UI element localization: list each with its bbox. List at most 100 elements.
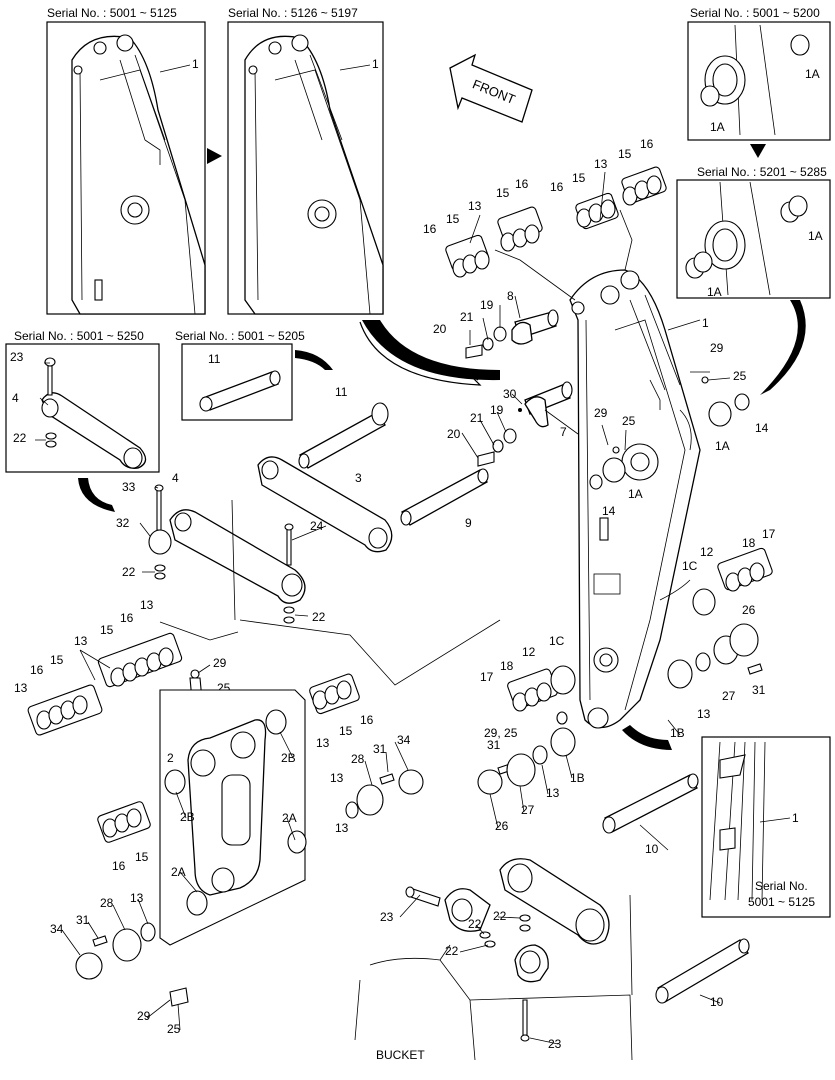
front-arrow: FRONT — [449, 53, 533, 123]
serial-box-1-label: Serial No. : 5001 ~ 5125 — [47, 6, 177, 20]
callout-14a: 14 — [755, 421, 769, 435]
connector-curve — [359, 321, 482, 386]
link-2 — [159, 689, 307, 946]
callout-22b: 22 — [122, 565, 136, 579]
callout-15e: 15 — [100, 623, 114, 637]
bucket-label: BUCKET — [376, 1048, 425, 1062]
callout-31c: 31 — [373, 742, 387, 756]
callout-13b: 13 — [594, 157, 608, 171]
callout-15a: 15 — [446, 212, 460, 226]
callout-22f: 22 — [445, 944, 459, 958]
callout-1a-5: 1A — [707, 285, 722, 299]
callout-10a: 10 — [645, 842, 659, 856]
callout-16d: 16 — [640, 137, 654, 151]
inset-serial-5201-5285: Serial No. : 5201 ~ 5285 — [676, 165, 831, 299]
pin-assembly-7 — [477, 381, 573, 467]
callout-31a: 31 — [752, 683, 766, 697]
callout-1a-3: 1A — [710, 120, 725, 134]
callout-21a: 21 — [460, 310, 474, 324]
callout-1a: 1 — [192, 57, 199, 71]
callout-19b: 19 — [490, 403, 504, 417]
callout-24: 24 — [310, 519, 324, 533]
callout-15c: 15 — [572, 171, 586, 185]
callout-34a: 34 — [397, 733, 411, 747]
serial-box-6-label: Serial No. : 5001 ~ 5205 — [175, 329, 305, 343]
callout-12a: 12 — [700, 545, 714, 559]
callout-22c: 22 — [312, 610, 326, 624]
callout-15d: 15 — [618, 147, 632, 161]
callout-27a: 27 — [722, 689, 736, 703]
callout-13j: 13 — [335, 821, 349, 835]
callout-13i: 13 — [330, 771, 344, 785]
pin-10-lower — [655, 938, 750, 1004]
callout-2: 2 — [167, 751, 174, 765]
callout-2b-b: 2B — [180, 810, 195, 824]
callout-31d: 31 — [76, 913, 90, 927]
arrow-down-icon — [750, 144, 766, 158]
callout-18a: 18 — [742, 536, 756, 550]
bushing-group-1b-upper — [667, 623, 763, 689]
callout-13e: 13 — [14, 681, 28, 695]
callout-1b-b: 1B — [570, 771, 585, 785]
shim-group-top-right — [575, 166, 667, 230]
callout-30: 30 — [503, 387, 517, 401]
callout-23b: 23 — [380, 910, 394, 924]
callout-15f: 15 — [50, 653, 64, 667]
connector-arrow-5 — [622, 725, 672, 750]
callout-28a: 28 — [351, 752, 365, 766]
pin-9 — [400, 468, 489, 526]
serial-box-5-label: Serial No. : 5001 ~ 5250 — [14, 329, 144, 343]
callout-27b: 27 — [521, 803, 535, 817]
callout-1b: 1 — [372, 57, 379, 71]
callout-20a: 20 — [433, 322, 447, 336]
callout-4b: 4 — [172, 471, 179, 485]
callout-16g: 16 — [360, 713, 374, 727]
callout-15b: 15 — [496, 186, 510, 200]
connector-arrow-2 — [760, 300, 806, 395]
callout-13g: 13 — [316, 736, 330, 750]
callout-13c: 13 — [140, 598, 154, 612]
callout-17a: 17 — [762, 527, 776, 541]
callout-21b: 21 — [470, 411, 484, 425]
bushing-group-1c-upper — [692, 547, 773, 616]
callout-31b: 31 — [487, 738, 501, 752]
callout-28b: 28 — [100, 896, 114, 910]
inset-serial-5001-5200: Serial No. : 5001 ~ 5200 — [687, 6, 831, 141]
callout-2a-a: 2A — [282, 811, 297, 825]
callout-34b: 34 — [50, 922, 64, 936]
callout-9: 9 — [465, 516, 472, 530]
callout-1a-2: 1A — [805, 67, 820, 81]
pin-11 — [298, 402, 389, 469]
callout-arm-1: 1 — [702, 316, 709, 330]
serial-box-3-label: Serial No. : 5001 ~ 5200 — [690, 6, 820, 20]
callout-3: 3 — [355, 471, 362, 485]
callout-1c-b: 1C — [549, 634, 565, 648]
callout-1b-a: 1B — [670, 726, 685, 740]
connector-arrow-3 — [78, 478, 115, 512]
callout-18b: 18 — [500, 659, 514, 673]
callout-16f: 16 — [30, 663, 44, 677]
callout-4a: 4 — [12, 391, 19, 405]
callout-7: 7 — [560, 425, 567, 439]
pin-assembly-8 — [465, 309, 559, 359]
callout-15h: 15 — [135, 850, 149, 864]
shim-group-top-left — [445, 206, 543, 278]
link-3 — [257, 456, 393, 553]
callout-26b: 26 — [495, 819, 509, 833]
inset-serial-5126-5197: Serial No. : 5126 ~ 5197 — [227, 6, 384, 315]
callout-15g: 15 — [339, 724, 353, 738]
inset-serial-5001-5250: Serial No. : 5001 ~ 5250 — [5, 329, 160, 473]
callout-16c: 16 — [550, 180, 564, 194]
callout-32: 32 — [116, 516, 130, 530]
callout-29a: 29 — [710, 341, 724, 355]
callout-23a: 23 — [10, 350, 24, 364]
callout-11b: 11 — [335, 385, 348, 399]
callout-13f: 13 — [697, 707, 711, 721]
shim-group-lower-left — [97, 801, 151, 843]
bucket-linkage — [354, 858, 633, 1061]
callout-1a-4: 1A — [808, 229, 823, 243]
inset-serial-5001-5125: Serial No. : 5001 ~ 5125 — [46, 6, 206, 315]
callout-22a: 22 — [13, 431, 27, 445]
